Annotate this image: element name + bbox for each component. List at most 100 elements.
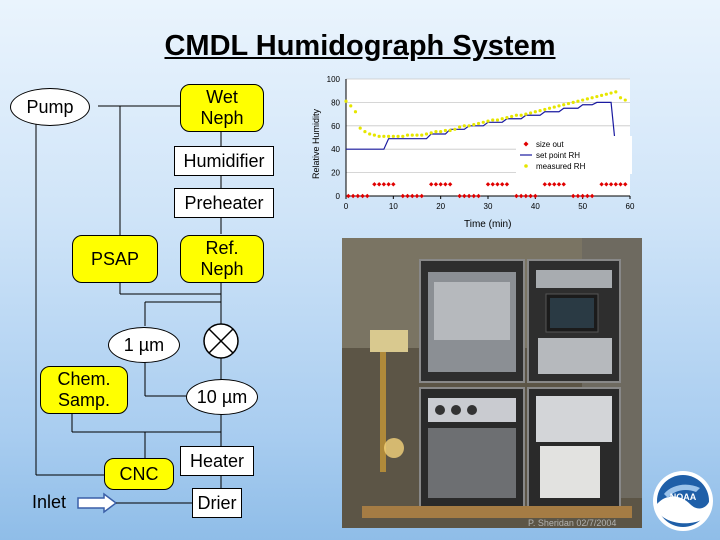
chart-xlabel: Time (min) — [464, 219, 511, 230]
chart-ytick-label: 100 — [327, 75, 341, 84]
chart-point — [500, 182, 505, 187]
chem-samp-label-1: Chem. — [57, 369, 111, 390]
chart-point — [386, 182, 391, 187]
chart-legend: size out set point RH measured RH — [516, 136, 632, 174]
chart-point — [438, 182, 443, 187]
heater-box: Heater — [180, 446, 254, 476]
chart-point — [439, 130, 443, 134]
chart-point — [443, 182, 448, 187]
chart-point — [491, 118, 495, 122]
chart-point — [608, 182, 614, 187]
legend-label: measured RH — [536, 162, 586, 171]
chart-point — [614, 90, 618, 94]
chart-point — [618, 182, 623, 187]
page-title: CMDL Humidograph System — [164, 30, 556, 62]
chart-ytick-label: 20 — [331, 169, 340, 178]
ten-micron-impactor: 10 µm — [186, 379, 258, 415]
chart-point — [433, 182, 439, 187]
chart-point — [377, 134, 381, 138]
chart-point — [529, 111, 533, 115]
psap-label: PSAP — [90, 248, 140, 269]
wet-neph-label-1: Wet — [206, 87, 238, 108]
ten-micron-label: 10 µm — [196, 386, 248, 407]
chart-point — [495, 118, 500, 122]
chart-point — [604, 92, 608, 96]
chart-point — [443, 128, 447, 133]
chart-point — [363, 130, 367, 134]
chart-point — [447, 182, 453, 187]
chart-point — [543, 107, 547, 112]
chart-point — [476, 193, 481, 199]
chart-point — [590, 96, 594, 100]
chart-xtick-label: 60 — [626, 202, 635, 211]
chart-point — [346, 193, 351, 199]
chart-point — [552, 105, 556, 109]
instrument-rack-photo — [342, 238, 642, 528]
chem-samp-label-2: Samp. — [57, 390, 111, 410]
chart-point — [358, 126, 362, 130]
cnc-box: CNC — [104, 458, 174, 490]
chart-point — [547, 106, 552, 110]
chart-point — [387, 134, 391, 138]
chart-point — [476, 121, 481, 126]
chart-point — [414, 193, 420, 199]
chart-point — [585, 97, 589, 101]
chart-point — [381, 182, 387, 187]
ref-neph-label-1: Ref. — [205, 238, 239, 259]
chart-xtick-label: 30 — [484, 202, 493, 211]
chart-series — [344, 90, 627, 138]
chart-ylabel: Relative Humidity — [311, 108, 321, 179]
chart-point — [486, 119, 490, 123]
chart-point — [391, 134, 395, 138]
chart-point — [504, 182, 510, 187]
chart-point — [471, 193, 476, 199]
legend-label: size out — [536, 140, 564, 149]
chart-point — [368, 132, 372, 136]
chart-point — [533, 110, 537, 114]
chart-point — [424, 132, 429, 136]
chart-point — [462, 193, 467, 199]
cnc-label: CNC — [119, 463, 159, 484]
inlet-label: Inlet — [32, 492, 67, 512]
chart-point — [547, 182, 552, 187]
chart-point — [396, 134, 400, 138]
chart-point — [581, 98, 585, 102]
chart-xtick-label: 0 — [344, 202, 349, 211]
chart-point — [453, 127, 457, 131]
chart-point — [353, 110, 358, 114]
drier-label: Drier — [197, 492, 237, 513]
legend-label: set point RH — [536, 151, 580, 160]
chart-point — [365, 193, 370, 199]
chart-point — [462, 124, 466, 128]
chart-point — [500, 117, 504, 121]
chart-point — [372, 182, 377, 187]
chart-point — [490, 182, 495, 187]
svg-text:NOAA: NOAA — [670, 492, 697, 502]
chart-point — [495, 182, 500, 187]
ref-neph-box: Ref. Neph — [180, 235, 264, 283]
chart-point — [538, 108, 542, 113]
chart-xtick-label: 20 — [436, 202, 445, 211]
chart-point — [524, 112, 528, 116]
chart-point — [391, 182, 396, 187]
legend-swatch — [524, 164, 528, 168]
pump-label: Pump — [26, 96, 74, 117]
chart-xtick-label: 50 — [578, 202, 587, 211]
chart-point — [609, 91, 613, 95]
chart-point — [400, 193, 405, 199]
chart-ytick-label: 40 — [331, 145, 340, 154]
chart-point — [415, 133, 419, 137]
chart-point — [401, 134, 405, 138]
chart-point — [519, 113, 523, 117]
chart-point — [372, 133, 376, 137]
chart-point — [623, 98, 627, 102]
chart-xtick-label: 10 — [389, 202, 398, 211]
humidifier-label: Humidifier — [183, 150, 265, 171]
noaa-logo: NOAA — [653, 471, 713, 531]
chart-point — [458, 125, 462, 129]
chart-point — [405, 133, 410, 137]
chart-point — [467, 124, 471, 128]
inlet-arrow — [77, 492, 118, 514]
psap-box: PSAP — [72, 235, 158, 283]
chart-point — [552, 182, 557, 187]
